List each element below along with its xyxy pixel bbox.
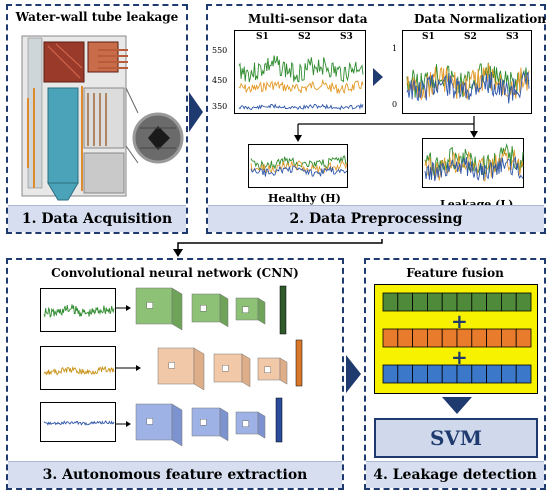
signal-2-plot [43,365,115,376]
cnn-diagram [116,285,303,447]
norm-legend-s3: S3 [506,32,519,42]
norm-tick-0: 0 [392,100,398,109]
cnn-blue-feature-vector [275,397,283,443]
signal-1-line [43,304,115,318]
panel-data-acquisition: Water-wall tube leakage [6,4,188,234]
raw-legend: S1 S2 S3 [238,32,362,44]
signal-3-plot [43,420,115,426]
raw-sensor-chart [234,30,366,114]
raw-s3-line [238,103,364,111]
norm-tick-1: 1 [392,44,398,53]
norm-legend: S1 S2 S3 [404,32,528,44]
cnn-orange-layer-3 [257,357,288,385]
cnn-green-feature-vector [279,285,287,335]
panel4-footer: 4. Leakage detection [366,461,544,488]
fusion-vectors [382,292,532,384]
cnn-blue-layer-1 [135,403,183,447]
leak-s3-line [424,156,524,182]
legend-s3: S3 [340,32,353,42]
fusion-green-vector [382,292,532,312]
panel-data-preprocessing: Multi-sensor data Data Normalization 550… [206,4,546,234]
fusion-blue-vector [382,364,532,384]
preprocess-arrows [294,68,478,142]
signal-1-plot [43,304,115,318]
norm-s2-line [406,62,530,101]
svm-label: SVM [429,426,483,450]
input-signal-2 [40,346,116,390]
panel1-footer: 1. Data Acquisition [8,205,186,232]
leak-s2-line [424,149,524,182]
healthy-label: Healthy (H) [268,192,341,205]
cnn-orange-feature-vector [295,339,303,387]
healthy-chart [248,144,348,188]
panel1-title: Water-wall tube leakage [15,10,179,24]
norm-s1-line [406,62,530,98]
arrow-p1-to-p2 [189,92,203,132]
signal-3-line [43,420,115,426]
healthy-s1-line [250,155,348,172]
normalization-title: Data Normalization [414,12,546,26]
raw-s2-line [238,78,364,95]
fusion-to-svm-arrow [442,397,472,414]
panel-feature-extraction: Convolutional neural network (CNN) 3. Au… [6,258,344,490]
panel4-title: Feature fusion [406,266,504,280]
raw-tick-450: 450 [212,76,228,85]
cnn-blue-layer-2 [191,407,229,442]
panel-leakage-detection: Feature fusion + + SVM 4. Leakage detect… [364,258,546,490]
feature-fusion-box: + + [374,284,538,394]
leakage-plot [424,143,524,182]
fusion-orange-vector [382,328,532,348]
raw-s1-line [238,55,364,83]
plus-sign-1: + [451,309,468,333]
panel3-title: Convolutional neural network (CNN) [51,266,299,280]
leakage-chart [422,138,524,188]
legend-s1: S1 [256,32,269,42]
svm-classifier-box: SVM [374,418,538,458]
arrow-p3-to-p4 [346,355,361,393]
norm-legend-s2: S2 [464,32,477,42]
input-signal-1 [40,288,116,332]
cnn-orange-layer-2 [213,353,251,388]
raw-tick-550: 550 [212,46,228,55]
panel3-footer: 3. Autonomous feature extraction [8,461,342,488]
arrow-p2-to-p3-head [173,249,183,257]
healthy-plot [250,155,348,177]
norm-legend-s1: S1 [422,32,435,42]
multisensor-title: Multi-sensor data [248,12,368,26]
input-signal-3 [40,402,116,442]
arrow-p2-to-p3-line [177,239,383,250]
boiler-illustration [21,35,184,201]
leak-s1-line [424,143,524,178]
normalized-chart [402,30,532,114]
legend-s2: S2 [298,32,311,42]
raw-tick-350: 350 [212,102,228,111]
healthy-s3-line [250,165,348,177]
cnn-orange-layer-1 [157,347,205,391]
signal-2-line [43,365,115,376]
panel2-footer: 2. Data Preprocessing [208,205,544,232]
cnn-green-layer-2 [191,293,229,328]
plus-sign-2: + [451,345,468,369]
norm-s3-line [406,71,530,104]
cnn-green-layer-3 [235,297,266,325]
cnn-blue-layer-3 [235,411,266,439]
cnn-green-layer-1 [135,287,183,331]
